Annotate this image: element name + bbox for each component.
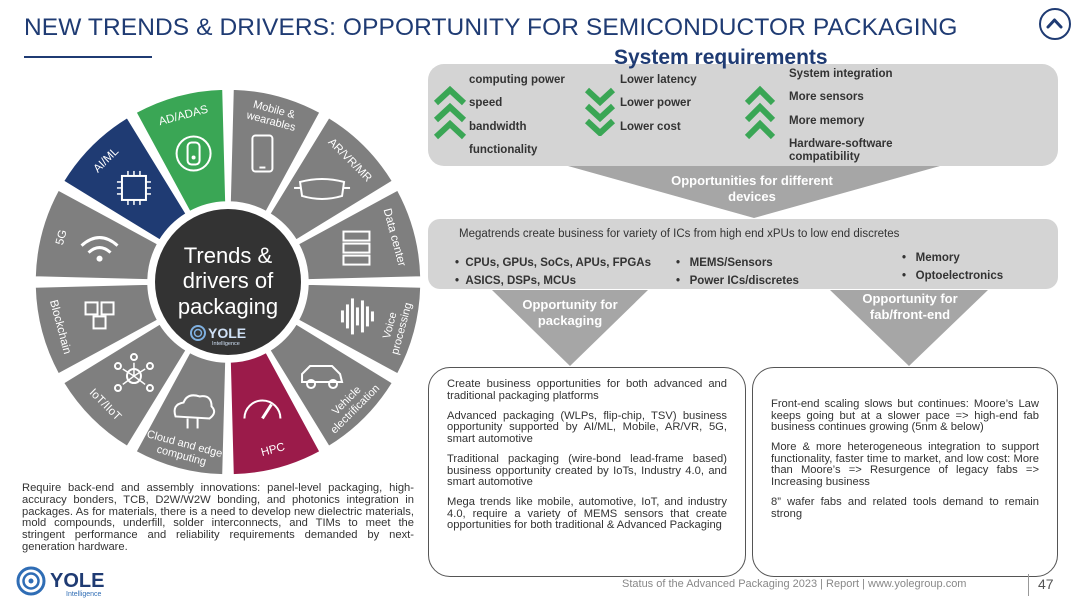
center-logo-name: YOLE: [208, 325, 246, 341]
wheel-segment-8: [62, 323, 187, 448]
more-arrows-icon: [744, 85, 776, 140]
wheel-center: [155, 209, 301, 355]
chevron-up-icon: [1046, 18, 1063, 29]
bullet-text: Optoelectronics: [915, 270, 1004, 282]
page-number: 47: [1038, 576, 1054, 592]
bullet-text: ASICS, DSPs, MCUs: [465, 275, 576, 287]
iot-network-icon: [113, 353, 154, 393]
smartphone-icon: [251, 134, 274, 173]
req-hw-sw-compatibility: Hardware-software compatibility: [789, 138, 893, 163]
decrease-arrows-icon: [584, 87, 616, 136]
packaging-text-box: Create business opportunities for both a…: [428, 367, 746, 577]
wheel-segment-0: [135, 88, 227, 213]
wheel-label-10: 5G: [54, 228, 70, 246]
electric-car-icon: [301, 365, 344, 390]
fab-para-2: More & more heterogeneous integration to…: [771, 441, 1039, 489]
opportunities-devices-label: Opportunities for different devices: [671, 173, 833, 204]
fab-funnel: [830, 290, 988, 366]
req-system-integration: System integration: [789, 68, 893, 80]
req-more-sensors: More sensors: [789, 91, 864, 103]
fab-para-1: Front-end scaling slows but continues: M…: [771, 398, 1039, 434]
req-more-memory: More memory: [789, 115, 865, 127]
packaging-funnel: [492, 290, 648, 366]
packaging-para-2: Advanced packaging (WLPs, flip-chip, TSV…: [447, 409, 727, 445]
fab-text-box: Front-end scaling slows but continues: M…: [752, 367, 1058, 577]
req-computing-power: computing power: [469, 74, 565, 86]
mega-bullet-asics: • ASICS, DSPs, MCUs: [455, 275, 576, 287]
speed-gauge-icon: [243, 399, 282, 420]
wheel-center-line-1: Trends &: [184, 243, 273, 268]
wheel-segment-10: [34, 189, 159, 281]
footer-source: Status of the Advanced Packaging 2023 | …: [622, 578, 967, 590]
wheel-center-line-2: drivers of: [183, 268, 274, 293]
fab-para-3: 8” wafer fabs and related tools demand t…: [771, 496, 1039, 520]
system-requirements-title: System requirements: [614, 46, 828, 69]
req-lower-cost: Lower cost: [620, 121, 681, 133]
wifi-icon: [80, 236, 119, 262]
page-title: NEW TRENDS & DRIVERS: OPPORTUNITY FOR SE…: [24, 14, 958, 41]
megatrends-intro: Megatrends create business for variety o…: [459, 228, 900, 240]
req-speed: speed: [469, 97, 503, 109]
scroll-up-button[interactable]: [1039, 8, 1071, 40]
server-rack-icon: [342, 230, 371, 266]
devices-funnel: [568, 166, 940, 218]
packaging-para-1: Create business opportunities for both a…: [447, 378, 727, 402]
req-bandwidth: bandwidth: [469, 121, 527, 133]
wheel-segment-11: [62, 116, 187, 241]
yole-logo[interactable]: YOLE Intelligence: [14, 564, 134, 598]
footer-logo-sub: Intelligence: [66, 591, 102, 598]
center-logo-sub: Intelligence: [212, 341, 240, 347]
bullet-text: Memory: [915, 252, 960, 264]
sound-wave-icon: [340, 298, 374, 335]
mega-bullet-opto: • Optoelectronics: [902, 270, 1004, 282]
req-lower-power: Lower power: [620, 97, 691, 109]
cloud-icon: [173, 394, 216, 429]
footer-logo-name: YOLE: [50, 570, 104, 592]
increase-arrows-icon: [433, 85, 467, 140]
wheel-segment-4: [297, 283, 422, 375]
opportunity-fab-label: Opportunity for fab/front-end: [862, 291, 958, 322]
wheel-segment-7: [135, 351, 227, 476]
yole-swirl-icon: YOLE Intelligence: [16, 566, 104, 598]
blockchain-cubes-icon: [84, 301, 115, 330]
ai-chip-icon: [116, 170, 151, 205]
mega-bullet-mems: • MEMS/Sensors: [676, 257, 773, 269]
system-requirements-panel: [428, 64, 1058, 166]
mega-bullet-power: • Power ICs/discretes: [676, 275, 799, 287]
wheel-segment-1: [229, 88, 321, 213]
wheel-segment-6: [229, 351, 321, 476]
req-functionality: functionality: [469, 144, 538, 156]
wheel-segment-5: [269, 323, 394, 448]
packaging-para-3: Traditional packaging (wire-bond lead-fr…: [447, 452, 727, 489]
mega-bullet-cpus: • CPUs, GPUs, SoCs, APUs, FPGAs: [455, 257, 651, 269]
bullet-text: MEMS/Sensors: [689, 257, 773, 269]
opportunity-packaging-label: Opportunity for packaging: [522, 297, 618, 328]
backend-requirements-text: Require back-end and assembly innovation…: [22, 482, 414, 553]
bullet-text: CPUs, GPUs, SoCs, APUs, FPGAs: [465, 257, 651, 269]
req-lower-latency: Lower latency: [620, 74, 697, 86]
wheel-segment-3: [297, 189, 422, 281]
trends-wheel: Trends & drivers of packaging YOLE Intel…: [34, 88, 422, 476]
wheel-center-line-3: packaging: [178, 294, 278, 319]
vr-headset-icon: [294, 177, 351, 200]
footer-divider: [1028, 574, 1029, 596]
packaging-para-4: Mega trends like mobile, automotive, IoT…: [447, 496, 727, 532]
yole-center-logo: YOLE Intelligence: [190, 325, 246, 347]
title-underline: [24, 56, 152, 58]
bullet-text: Power ICs/discretes: [689, 275, 799, 287]
car-icon: [175, 135, 212, 172]
mega-bullet-memory: • Memory: [902, 252, 960, 264]
megatrends-panel: [428, 219, 1058, 289]
